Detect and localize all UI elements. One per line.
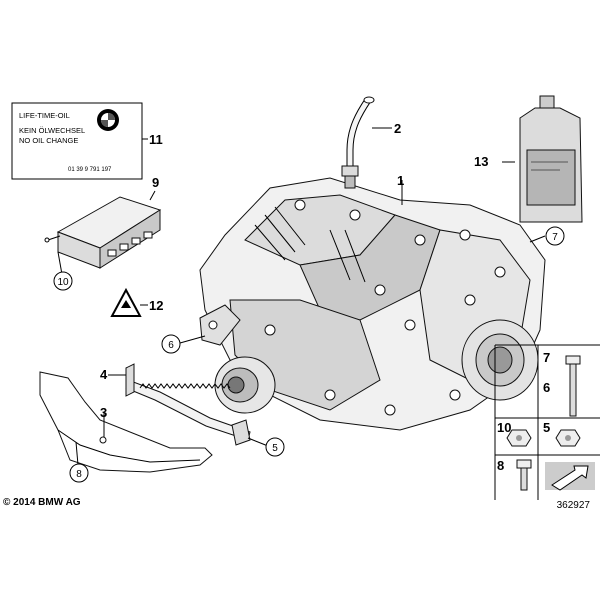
rear-output-flange — [461, 319, 539, 401]
oil-label-card: LIFE-TIME-OIL KEIN ÖLWECHSEL NO OIL CHAN… — [11, 102, 143, 180]
svg-text:7: 7 — [552, 232, 558, 243]
bolt-long — [565, 355, 581, 417]
oil-bottle — [519, 95, 583, 223]
grid-label-6: 6 — [543, 380, 550, 395]
copyright-text: © 2014 BMW AG — [3, 497, 81, 508]
grid-label-10: 10 — [497, 420, 511, 435]
svg-text:8: 8 — [76, 469, 82, 480]
callout-2: 2 — [394, 121, 401, 136]
small-parts-grid — [494, 344, 600, 500]
grid-label-5: 5 — [543, 420, 550, 435]
callout-circle-10: 10 — [53, 271, 73, 291]
control-unit — [44, 196, 162, 269]
leader-lines — [57, 127, 546, 466]
grid-label-8: 8 — [497, 458, 504, 473]
label-line-1: LIFE-TIME-OIL — [19, 111, 70, 120]
housing-bolts — [264, 199, 506, 416]
label-part-number: 01 39 9 791 197 — [68, 167, 112, 173]
callout-12: 12 — [149, 298, 163, 313]
callout-3: 3 — [100, 405, 107, 420]
callout-circle-8: 8 — [69, 463, 89, 483]
svg-text:5: 5 — [272, 443, 278, 454]
label-line-2: KEIN ÖLWECHSEL — [19, 126, 85, 135]
warning-sticker — [110, 287, 142, 317]
housing-ribs — [254, 206, 366, 283]
transfer-case-housing — [199, 177, 546, 431]
callout-circle-7: 7 — [545, 226, 565, 246]
callout-13: 13 — [474, 154, 488, 169]
callout-1: 1 — [397, 173, 404, 188]
callout-9: 9 — [152, 175, 159, 190]
callout-11: 11 — [149, 132, 163, 147]
bolt-short — [516, 459, 532, 491]
arrow-patch — [545, 462, 595, 491]
callouts: 11 2 1 13 9 12 4 3 10 6 7 5 8 7 6 10 — [53, 121, 565, 483]
breather-pipe — [341, 96, 375, 189]
hex-nut — [555, 429, 581, 447]
diagram-id: 362927 — [557, 500, 591, 511]
grid-label-7: 7 — [543, 350, 550, 365]
label-line-3: NO OIL CHANGE — [19, 136, 78, 145]
collar-nut — [506, 429, 532, 447]
front-output-flange — [214, 356, 276, 414]
underbody-shield — [39, 371, 213, 473]
svg-text:10: 10 — [57, 277, 69, 288]
callout-4: 4 — [100, 367, 108, 382]
toothed-strip — [125, 363, 251, 446]
bmw-roundel-logo — [97, 109, 119, 131]
callout-circle-5: 5 — [265, 437, 285, 457]
svg-text:6: 6 — [168, 340, 174, 351]
callout-circle-6: 6 — [161, 334, 181, 354]
